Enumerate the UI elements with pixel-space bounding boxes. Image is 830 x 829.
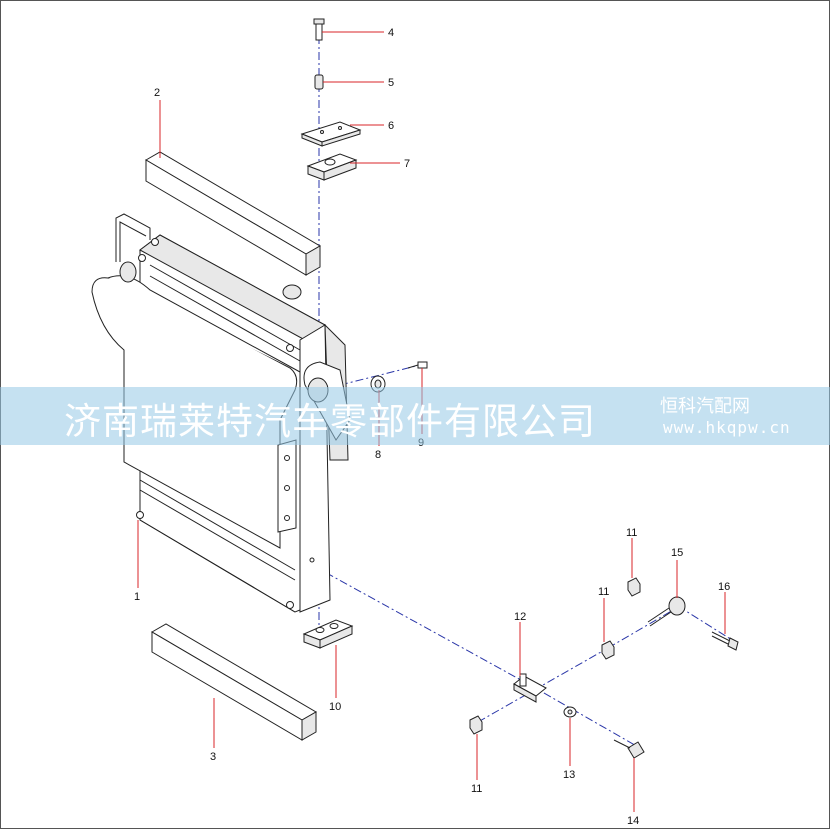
callout-11-middle: 11 [598, 586, 609, 598]
callout-8: 8 [375, 449, 381, 461]
callout-11-bottom: 11 [471, 783, 482, 795]
part-6-plate [300, 121, 362, 147]
part-10-lower-mount [302, 619, 354, 649]
part-9-bolt [407, 361, 428, 369]
callout-13: 13 [563, 769, 575, 781]
callout-3: 3 [210, 751, 216, 763]
callout-15: 15 [671, 547, 683, 559]
part-13-washer [563, 706, 577, 718]
callout-5: 5 [388, 77, 394, 89]
part-11-nuts [469, 577, 641, 735]
callout-11-top: 11 [626, 527, 637, 539]
callout-14: 14 [627, 815, 639, 827]
callout-6: 6 [388, 120, 394, 132]
callout-10: 10 [329, 701, 341, 713]
callout-2: 2 [154, 87, 160, 99]
callout-16: 16 [718, 581, 730, 593]
callout-1: 1 [134, 591, 140, 603]
watermark-brand: 恒科汽配网 [660, 396, 750, 417]
callout-4: 4 [388, 27, 394, 39]
callout-12: 12 [514, 611, 526, 623]
part-12-bracket [513, 673, 547, 703]
part-4-bolt [313, 18, 325, 41]
part-7-rubber-mount [306, 153, 358, 181]
watermark-company-name: 济南瑞莱特汽车零部件有限公司 [64, 400, 596, 443]
part-5-sleeve [314, 74, 324, 90]
part-2-upper-strip [145, 151, 321, 276]
part-3-lower-strip [151, 623, 317, 741]
watermark-band [0, 387, 830, 445]
part-15-rod-end [647, 596, 686, 627]
part-16-long-bolt [711, 631, 739, 651]
watermark-url: www.hkqpw.cn [663, 418, 791, 437]
part-14-bolt [613, 739, 645, 759]
callout-7: 7 [404, 158, 410, 170]
